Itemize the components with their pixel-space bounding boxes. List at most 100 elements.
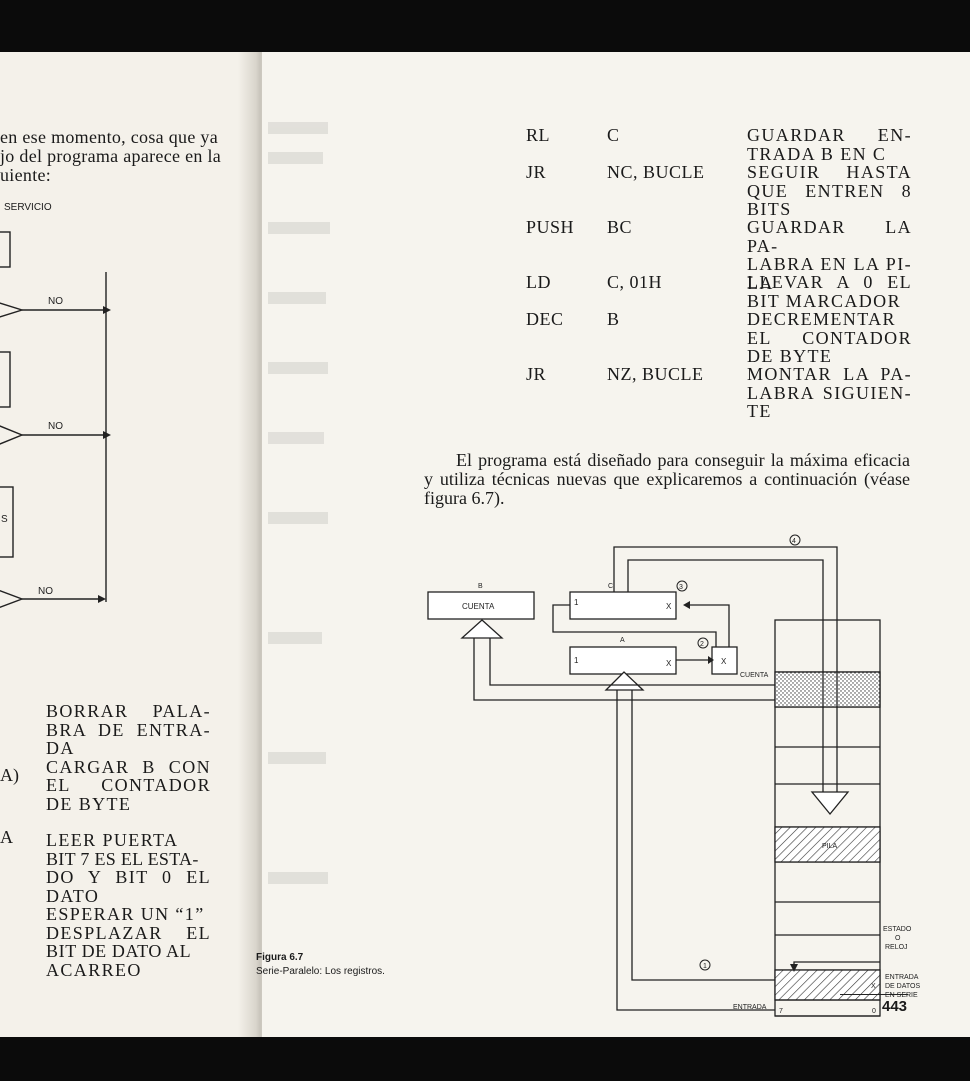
path-b-arrowhead [460, 619, 504, 639]
code-op: RL [526, 125, 551, 145]
path-1-outer [616, 690, 775, 1011]
comment-line: DESPLAZAR EL [46, 922, 211, 943]
reg-b-label: B [478, 583, 483, 590]
reg-b-text: CUENTA [462, 602, 495, 611]
code-comment: GUARDAR EN- TRADA B EN C [747, 126, 912, 163]
pila-label: PILA [822, 843, 838, 850]
code-comment: LLEVAR A 0 EL BIT MARCADOR [747, 273, 912, 310]
comment-line: LEER PUERTA [46, 830, 179, 850]
path-1-inner [631, 690, 775, 981]
carry-flag [711, 646, 738, 675]
comment-line: DATO [46, 885, 100, 906]
reg-c-right-bit: X [666, 602, 672, 611]
flow-no-label: NO [48, 296, 63, 307]
comment-line: LLEVAR A 0 EL [747, 272, 912, 292]
flow-no-label: NO [48, 421, 63, 432]
entrada-port-cell [774, 969, 881, 1001]
page-number-rule [840, 994, 908, 995]
comment-line: SEGUIR HASTA [747, 162, 912, 182]
comment-line: BITS [747, 199, 792, 219]
flow-decision-1 [0, 302, 25, 318]
comment-line: LA [747, 272, 774, 293]
body-paragraph: El programa está diseñado para conseguir… [424, 450, 910, 508]
comment-line: GUARDAR EN- [747, 125, 912, 145]
comment-line: ESPERAR UN “1” [46, 904, 205, 924]
path-b-outer [473, 638, 775, 701]
code-comment: SEGUIR HASTA QUE ENTREN 8 BITS [747, 163, 912, 219]
path-4-outer [613, 546, 838, 792]
figure-caption: Serie-Paralelo: Los registros. [256, 966, 385, 977]
left-page: en ese momento, cosa que ya jo del progr… [0, 52, 252, 1037]
comment-line: DO Y BIT 0 EL [46, 867, 211, 887]
estado-label: RELOJ [885, 944, 908, 951]
comment-line: BIT 7 ES EL ESTA- [46, 848, 199, 869]
estado-label: ESTADO [883, 926, 912, 933]
flow-decision-2 [0, 425, 24, 445]
flow-box-1 [0, 231, 11, 268]
figure-6-7-diagram: B CUENTA C 1 X A 1 X X CUENTA PILA ESTAD… [427, 534, 920, 1017]
comment-line: BORRAR PALA- [46, 701, 211, 721]
path-1-arrowhead [604, 671, 645, 691]
comment-line: GUARDAR LA PA- [747, 217, 912, 256]
code-comment: GUARDAR LA PA- LABRA EN LA PI- LA [747, 218, 912, 292]
pila-cell [774, 826, 881, 863]
entrada-datos-label: ENTRADA [885, 974, 919, 981]
comment-line: TRADA B EN C [747, 143, 887, 164]
comment-line: BRA DE ENTRA- [46, 719, 211, 740]
comment-line: DE BYTE [747, 346, 833, 366]
flow-box-3 [0, 486, 14, 558]
flow-box-2 [0, 351, 11, 408]
code-op: LD [526, 272, 551, 292]
left-text-line-3: uiente: [0, 165, 52, 185]
comment-marker: A [0, 827, 13, 847]
code-comment: DECREMENTAR EL CONTADOR DE BYTE [747, 310, 912, 366]
comment-line: CARGAR B CON [46, 756, 211, 777]
entrada-label: ENTRADA [733, 1004, 767, 1011]
left-comment-block: BORRAR PALA- BRA DE ENTRA- DA CARGAR B C… [46, 702, 211, 979]
code-op: JR [526, 364, 547, 384]
code-op: PUSH [526, 217, 575, 237]
entrada-datos-label: EN SERIE [885, 992, 918, 999]
port-x: X [871, 983, 876, 990]
reg-a-left-bit: 1 [574, 656, 579, 665]
comment-line: LABRA EN LA PI- [747, 254, 912, 274]
flow-no-label: NO [38, 586, 53, 597]
flow-label-servicio: SERVICIO [4, 202, 52, 213]
entrada-datos-label: DE DATOS [885, 983, 920, 990]
comment-line: TE [747, 401, 772, 421]
left-text-line-1: en ese momento, cosa que ya [0, 127, 219, 147]
left-text-line-2: jo del programa aparece en la [0, 146, 222, 166]
code-arg: BC [607, 217, 633, 237]
comment-line: DECREMENTAR [747, 309, 896, 329]
left-flowchart-fragment: NO NO NO S [0, 231, 111, 608]
code-arg: C, 01H [607, 272, 663, 292]
reg-a-right-bit: X [666, 659, 672, 668]
comment-line: DA [46, 738, 75, 758]
register-c [569, 591, 677, 620]
step-marker-3: 3 [679, 584, 683, 591]
comment-line: ACARREO [46, 959, 142, 980]
reg-a-label: A [620, 637, 625, 644]
path-4-arrowhead [810, 791, 850, 816]
comment-line: EL CONTADOR [46, 775, 211, 795]
comment-line: MONTAR LA PA- [747, 364, 912, 384]
code-op: JR [526, 162, 547, 182]
comment-marker: A) [0, 765, 19, 785]
carry-text: X [721, 657, 727, 666]
code-arg: NC, BUCLE [607, 162, 705, 182]
cuenta-label: CUENTA [740, 672, 769, 679]
reg-c-label: C [608, 583, 613, 590]
code-arg: C [607, 125, 620, 145]
comment-line: EL CONTADOR [747, 327, 912, 348]
comment-line: BIT MARCADOR [747, 290, 901, 311]
figure-number: Figura 6.7 [256, 952, 304, 963]
estado-label: O [895, 935, 901, 942]
code-arg: B [607, 309, 620, 329]
cuenta-cell [774, 671, 881, 708]
code-op: DEC [526, 309, 564, 329]
step-marker-1: 1 [703, 963, 707, 970]
right-page: RL C GUARDAR EN- TRADA B EN C JR NC, BUC… [256, 52, 970, 1037]
flow-side-letter: S [1, 514, 8, 525]
path-4-inner [627, 559, 824, 792]
comment-line: LABRA SIGUIEN- [747, 382, 912, 403]
